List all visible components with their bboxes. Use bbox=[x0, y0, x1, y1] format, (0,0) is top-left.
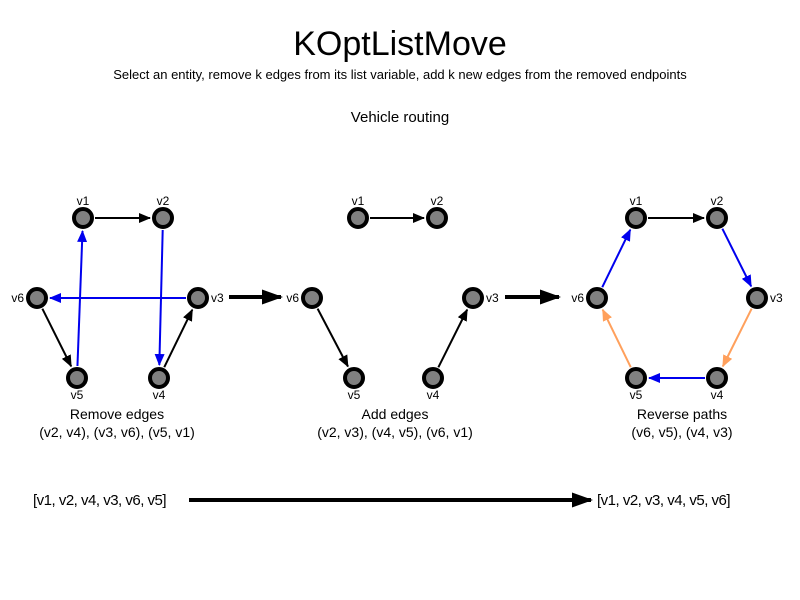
nodes-layer bbox=[26, 207, 768, 389]
reverse-paths-graph-node-label-v1: v1 bbox=[630, 194, 643, 208]
reverse-paths-graph-node-label-v5: v5 bbox=[630, 388, 643, 402]
caption-reverse-paths: Reverse paths (v6, v5), (v4, v3) bbox=[572, 405, 792, 441]
transition-arrows-layer bbox=[189, 289, 593, 508]
page-subtitle: Select an entity, remove k edges from it… bbox=[113, 67, 687, 82]
edge-v6-v5 bbox=[41, 308, 73, 368]
caption-remove-edges: Remove edges (v2, v4), (v3, v6), (v5, v1… bbox=[7, 405, 227, 441]
context-label: Vehicle routing bbox=[350, 109, 450, 126]
edge-v5-v1 bbox=[76, 229, 88, 367]
remove-edges-graph-node-label-v2: v2 bbox=[157, 194, 170, 208]
caption-reverse-detail: (v6, v5), (v4, v3) bbox=[631, 424, 733, 440]
remove-edges-graph-node-label-v3: v3 bbox=[211, 291, 224, 305]
remove-edges-graph-node-v3 bbox=[187, 287, 209, 309]
edge-v5-v6 bbox=[601, 308, 632, 368]
add-edges-graph-node-v6 bbox=[301, 287, 323, 309]
edges-layer bbox=[41, 213, 753, 383]
caption-add-edges: Add edges (v2, v3), (v4, v5), (v6, v1) bbox=[285, 405, 505, 441]
edge-v4-v3 bbox=[437, 308, 469, 368]
edge-v6-v5 bbox=[316, 308, 349, 368]
tour-list-after: [v1, v2, v3, v4, v5, v6] bbox=[597, 492, 731, 509]
reverse-paths-graph-node-v1 bbox=[625, 207, 647, 229]
remove-edges-graph-node-v2 bbox=[152, 207, 174, 229]
remove-edges-graph-node-v1 bbox=[72, 207, 94, 229]
add-edges-graph-node-v2 bbox=[426, 207, 448, 229]
reverse-paths-graph-node-v3 bbox=[746, 287, 768, 309]
reverse-paths-graph-node-label-v3: v3 bbox=[770, 291, 783, 305]
edge-v2-v3 bbox=[721, 228, 753, 288]
reverse-paths-graph-node-label-v2: v2 bbox=[711, 194, 724, 208]
add-edges-graph-node-label-v6: v6 bbox=[286, 291, 299, 305]
remove-edges-graph-node-label-v4: v4 bbox=[153, 388, 166, 402]
add-edges-graph-node-label-v5: v5 bbox=[348, 388, 361, 402]
remove-edges-graph-node-label-v1: v1 bbox=[77, 194, 90, 208]
reverse-paths-graph-node-v4 bbox=[706, 367, 728, 389]
reverse-paths-graph-node-v2 bbox=[706, 207, 728, 229]
remove-edges-graph-node-label-v5: v5 bbox=[71, 388, 84, 402]
add-edges-graph-node-label-v4: v4 bbox=[427, 388, 440, 402]
add-edges-graph-node-label-v1: v1 bbox=[352, 194, 365, 208]
add-edges-graph-node-v4 bbox=[422, 367, 444, 389]
reverse-paths-graph-node-label-v4: v4 bbox=[711, 388, 724, 402]
edge-v3-v4 bbox=[721, 308, 753, 368]
edge-v4-v3 bbox=[163, 308, 194, 368]
caption-add-title: Add edges bbox=[361, 406, 429, 422]
remove-edges-graph-node-label-v6: v6 bbox=[11, 291, 24, 305]
reverse-paths-graph-node-label-v6: v6 bbox=[571, 291, 584, 305]
tour-list-before: [v1, v2, v4, v3, v6, v5] bbox=[33, 492, 167, 509]
caption-remove-title: Remove edges bbox=[69, 406, 165, 422]
caption-reverse-title: Reverse paths bbox=[636, 406, 728, 422]
add-edges-graph-node-label-v3: v3 bbox=[486, 291, 499, 305]
reverse-paths-graph-node-v5 bbox=[625, 367, 647, 389]
edge-v6-v1 bbox=[601, 228, 632, 288]
reverse-paths-graph-node-v6 bbox=[586, 287, 608, 309]
add-edges-graph-node-v3 bbox=[462, 287, 484, 309]
page-title: KOptListMove bbox=[293, 25, 507, 63]
remove-edges-graph-node-v6 bbox=[26, 287, 48, 309]
remove-edges-graph-node-v5 bbox=[66, 367, 88, 389]
add-edges-graph-node-v5 bbox=[343, 367, 365, 389]
remove-edges-graph-node-v4 bbox=[148, 367, 170, 389]
caption-add-detail: (v2, v3), (v4, v5), (v6, v1) bbox=[317, 424, 473, 440]
add-edges-graph-node-label-v2: v2 bbox=[431, 194, 444, 208]
node-labels-layer: v1 v2 v6 v3 v5 v4 v1 v2 v6 v3 v5 v4 v1 v2 v6 v3 v5 v4 bbox=[11, 194, 783, 402]
add-edges-graph-node-v1 bbox=[347, 207, 369, 229]
caption-remove-detail: (v2, v4), (v3, v6), (v5, v1) bbox=[39, 424, 195, 440]
